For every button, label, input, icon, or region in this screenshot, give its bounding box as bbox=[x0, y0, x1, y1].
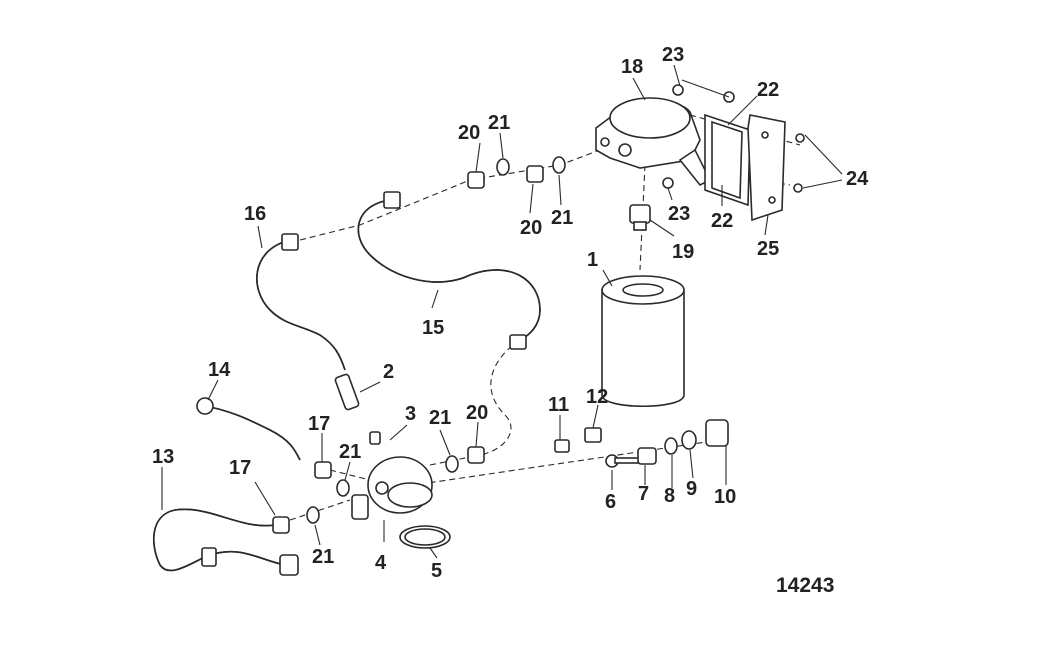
callout-16: 16 bbox=[244, 203, 266, 225]
hose-13 bbox=[153, 508, 299, 576]
callout-7: 7 bbox=[638, 483, 649, 505]
callout-1: 1 bbox=[587, 249, 598, 271]
callout-labels: 1 2 3 4 5 6 7 8 9 10 11 12 13 14 15 16 1… bbox=[152, 44, 869, 597]
callout-17-upper: 17 bbox=[308, 413, 330, 435]
callout-6: 6 bbox=[605, 491, 616, 513]
callout-20-mid: 20 bbox=[520, 217, 542, 239]
leader-lines bbox=[161, 64, 843, 559]
hose-14 bbox=[196, 397, 301, 461]
callout-19: 19 bbox=[672, 241, 694, 263]
small-fitting-3 bbox=[369, 431, 381, 445]
callout-17-lower: 17 bbox=[229, 457, 251, 479]
callout-10: 10 bbox=[714, 486, 736, 508]
mounting-plate-22 bbox=[704, 113, 751, 207]
callout-12: 12 bbox=[586, 386, 608, 408]
hose-15 bbox=[357, 191, 541, 350]
callout-21-bottom: 21 bbox=[312, 546, 334, 568]
callout-8: 8 bbox=[664, 485, 675, 507]
seals-21 bbox=[306, 156, 566, 524]
callout-13: 13 bbox=[152, 446, 174, 468]
callout-22-bottom: 22 bbox=[711, 210, 733, 232]
callout-22-top: 22 bbox=[757, 79, 779, 101]
fitting-2 bbox=[334, 373, 360, 411]
callout-25: 25 bbox=[757, 238, 779, 260]
fitting-19 bbox=[629, 204, 651, 231]
callout-20-top: 20 bbox=[458, 122, 480, 144]
fittings-17 bbox=[272, 461, 332, 534]
fittings-20 bbox=[467, 165, 544, 464]
callout-4: 4 bbox=[375, 552, 387, 574]
callout-5: 5 bbox=[431, 560, 442, 582]
callout-11: 11 bbox=[548, 394, 569, 416]
adapter-4 bbox=[351, 456, 433, 520]
callout-15: 15 bbox=[422, 317, 444, 339]
callout-14: 14 bbox=[208, 359, 231, 381]
callout-21-top: 21 bbox=[488, 112, 510, 134]
callout-21-left: 21 bbox=[339, 441, 361, 463]
figure-number: 14243 bbox=[776, 574, 834, 597]
callout-21-mid: 21 bbox=[551, 207, 573, 229]
callout-23-bottom: 23 bbox=[668, 203, 690, 225]
callout-23-top: 23 bbox=[662, 44, 684, 66]
callout-2: 2 bbox=[383, 361, 394, 383]
callout-24: 24 bbox=[846, 168, 869, 190]
callout-3: 3 bbox=[405, 403, 416, 425]
callout-20-low: 20 bbox=[466, 402, 488, 424]
bracket-25 bbox=[747, 114, 786, 222]
gasket-5 bbox=[399, 525, 451, 549]
valve-parts bbox=[554, 419, 729, 468]
filter-adapter-18 bbox=[595, 97, 712, 187]
hose-16 bbox=[256, 233, 346, 371]
callout-9: 9 bbox=[686, 478, 697, 500]
callout-18: 18 bbox=[621, 56, 643, 78]
callout-21-center: 21 bbox=[429, 407, 451, 429]
oil-filter-1 bbox=[601, 275, 685, 407]
